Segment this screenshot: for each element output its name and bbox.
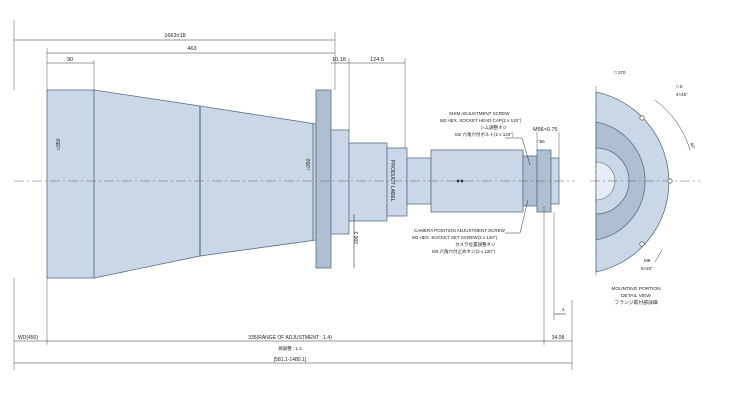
lens-rear-barrel bbox=[348, 142, 388, 222]
dim-right-offset: 34.08 bbox=[552, 335, 565, 341]
lens-flange bbox=[315, 89, 332, 269]
detail-dim-hole: □ 8 bbox=[676, 84, 683, 89]
detail-title-jp: フランジ取付部詳細 bbox=[614, 299, 657, 306]
svg-text:M2 HEX. SOCKET HEAD CAP(2 x 12: M2 HEX. SOCKET HEAD CAP(2 x 120°) bbox=[440, 118, 522, 123]
dim-wd-left: WD(450) bbox=[18, 335, 38, 341]
top-dimensions: 1663±18 463 90 10.18 124.5 bbox=[13, 20, 406, 148]
mounting-detail-view: □ 370 □ 8 4×45° 45° M8 6×20° MOUNTING PO… bbox=[590, 70, 700, 306]
dim-rear-section: 124.5 bbox=[370, 57, 384, 63]
dim-overall-top: 1663±18 bbox=[164, 33, 185, 39]
lens-front-cylinder bbox=[46, 89, 95, 279]
dim-overall-bottom: [581.1-1480.1] bbox=[274, 357, 307, 363]
callout-camera-screw: CAMERA POSITION ADJUSTMENT SCREW M3 HEX.… bbox=[412, 199, 529, 255]
svg-text:シム調整ネジ: シム調整ネジ bbox=[480, 124, 507, 131]
detail-dim-thread: M8 bbox=[644, 258, 651, 263]
svg-text:CAMERA POSITION ADJUSTMENT SCR: CAMERA POSITION ADJUSTMENT SCREW bbox=[414, 228, 506, 233]
bottom-dimensions: WD(450) 335(RANGE OF ADJUSTMENT : 1.4) 微… bbox=[13, 206, 573, 370]
detail-dim-dia: □ 370 bbox=[614, 70, 626, 75]
mount-dimensions: M56×0.75 □56 bbox=[533, 127, 560, 158]
dim-dia-left: □350 bbox=[56, 138, 62, 150]
dim-range: 335(RANGE OF ADJUSTMENT : 1.4) bbox=[248, 335, 332, 341]
detail-title-en-2: DETAIL VIEW bbox=[621, 293, 651, 299]
dim-mount-thread: M56×0.75 bbox=[533, 127, 558, 133]
svg-text:M3 六角穴付止めネジ(3 x 120°): M3 六角穴付止めネジ(3 x 120°) bbox=[432, 248, 496, 255]
dim-front-section: 90 bbox=[67, 57, 73, 63]
dim-range-jp: 微調整 : 1.4 bbox=[278, 345, 302, 352]
dim-flange-height: 206.3 bbox=[354, 231, 360, 244]
dim-dia-mid: □350 bbox=[306, 158, 312, 170]
svg-text:M3 HEX. SOCKET SET SCREW(3 x 1: M3 HEX. SOCKET SET SCREW(3 x 120°) bbox=[412, 235, 498, 240]
dim-mount-dia: □56 bbox=[537, 139, 545, 144]
svg-text:SHIM ADJUSTMENT SCREW: SHIM ADJUSTMENT SCREW bbox=[449, 111, 510, 116]
callout-shim-screw: SHIM ADJUSTMENT SCREW M2 HEX. SOCKET HEA… bbox=[440, 111, 531, 166]
svg-text:M2 六角穴付ボルト(2 x 120°): M2 六角穴付ボルト(2 x 120°) bbox=[455, 131, 514, 138]
detail-dim-angle-1: 4×45° bbox=[676, 92, 688, 97]
lens-body bbox=[14, 89, 575, 279]
side-dimensions: □350 □350 206.3 PRODUCT LABEL bbox=[56, 124, 395, 268]
dim-small-right: 4 bbox=[562, 307, 565, 312]
detail-dim-angle-2: 45° bbox=[689, 142, 696, 150]
label-product: PRODUCT LABEL bbox=[389, 160, 395, 202]
lens-flange-collar bbox=[330, 129, 350, 235]
dim-main-length: 463 bbox=[187, 46, 196, 52]
detail-dim-depth: 6×20° bbox=[641, 266, 653, 271]
lens-cone bbox=[93, 89, 201, 279]
svg-text:カメラ位置調整ネジ: カメラ位置調整ネジ bbox=[455, 241, 496, 248]
detail-title-en-1: MOUNTING PORTION bbox=[611, 286, 661, 292]
dim-flange-thickness: 10.18 bbox=[332, 57, 346, 63]
